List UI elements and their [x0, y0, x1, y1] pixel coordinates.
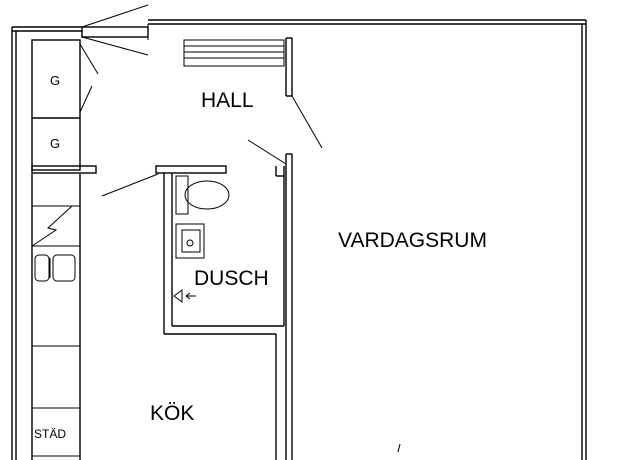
- room-label-dusch: DUSCH: [194, 267, 269, 290]
- room-label-vardagsrum: VARDAGSRUM: [338, 229, 487, 252]
- toilet: [175, 175, 230, 215]
- room-label-hall: HALL: [201, 89, 254, 112]
- floor-drain: [173, 289, 196, 303]
- wardrobe-label-1: G: [50, 73, 60, 88]
- kitchen-counter: [31, 174, 81, 460]
- radiator: [183, 39, 285, 67]
- wardrobe-label-2: G: [50, 136, 60, 151]
- exterior-walls: [11, 19, 587, 460]
- room-label-kok: KÖK: [150, 402, 194, 425]
- hall-kitchen-wall: [31, 165, 159, 197]
- wardrobe-unit: [31, 39, 99, 171]
- entrance-door: [81, 4, 149, 56]
- bathroom-walls: [155, 165, 285, 460]
- bottom-mark: [397, 443, 401, 453]
- storage-closet-label: STÄD: [34, 427, 66, 441]
- washbasin: [175, 223, 205, 259]
- living-room-wall: [247, 37, 323, 460]
